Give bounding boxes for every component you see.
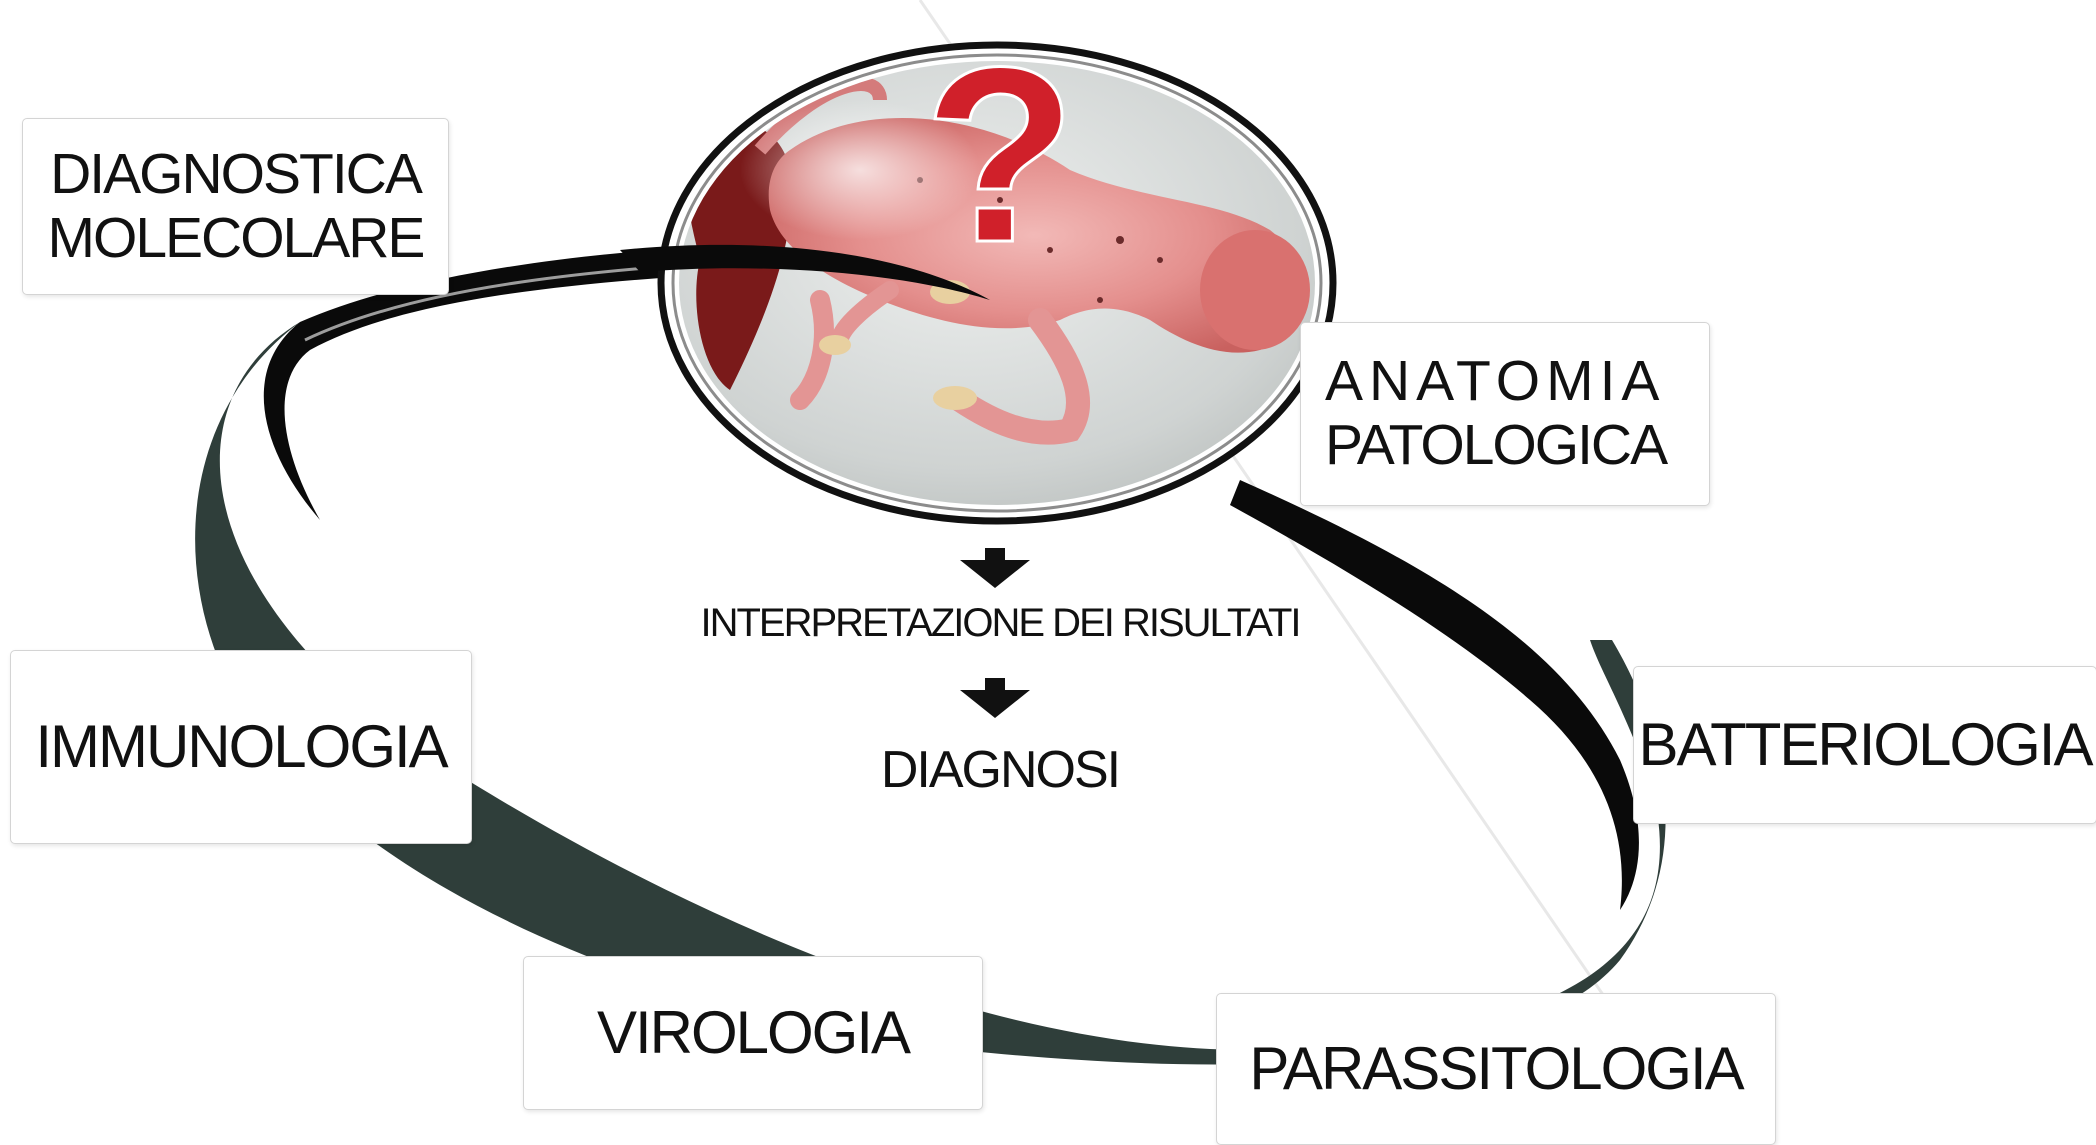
arrow-down-1 [960, 548, 1030, 588]
virology-label: VIROLOGIA [597, 999, 909, 1066]
diagnosis-label: DIAGNOSI [850, 740, 1150, 800]
box-virology: VIROLOGIA [523, 956, 983, 1110]
bacteriology-label: BATTERIOLOGIA [1639, 711, 2092, 778]
pathology-line2: PATOLOGICA [1325, 414, 1666, 478]
immunology-label: IMMUNOLOGIA [35, 713, 446, 780]
box-bacteriology: BATTERIOLOGIA [1633, 666, 2096, 824]
pathology-line1: ANATOMIA [1325, 350, 1665, 414]
parasitology-label: PARASSITOLOGIA [1249, 1035, 1742, 1102]
molecular-line2: MOLECOLARE [48, 207, 424, 271]
box-pathology: ANATOMIA PATOLOGICA [1300, 322, 1710, 506]
box-molecular-diagnostics: DIAGNOSTICA MOLECOLARE [22, 118, 449, 295]
molecular-line1: DIAGNOSTICA [50, 143, 421, 207]
arrow-down-2 [960, 678, 1030, 718]
swoosh-right [1230, 480, 1639, 910]
box-parasitology: PARASSITOLOGIA [1216, 993, 1776, 1145]
box-immunology: IMMUNOLOGIA [10, 650, 472, 844]
interpretation-label: INTERPRETAZIONE DEI RISULTATI [680, 598, 1320, 648]
question-mark-icon: ? [900, 30, 1100, 280]
